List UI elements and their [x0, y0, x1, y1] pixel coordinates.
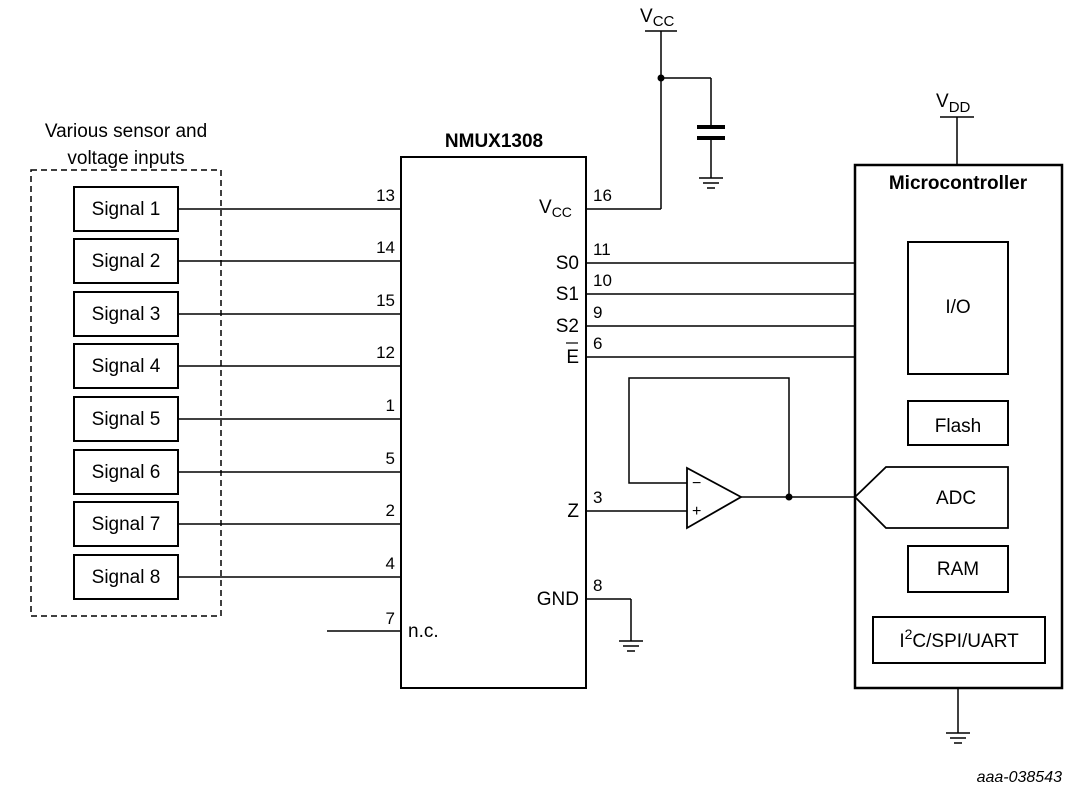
signal-label: Signal 6: [92, 462, 161, 483]
select-pin-label: S1: [556, 284, 579, 305]
signal-box: [73, 449, 179, 495]
figure-id: aaa-038543: [977, 769, 1063, 786]
signal-label: Signal 2: [92, 251, 161, 272]
mux-ground-icon: [619, 640, 643, 652]
input-pin-number: 13: [376, 186, 395, 205]
vcc-supply-label: VCC: [640, 6, 675, 30]
mux-name: NMUX1308: [445, 131, 543, 152]
nc-pin-label: n.c.: [408, 621, 439, 642]
signal-box: [73, 238, 179, 284]
enable-pin-number: 6: [593, 334, 602, 353]
input-pin-number: 2: [386, 501, 395, 520]
vcc-pin-number: 16: [593, 186, 612, 205]
signal-label: Signal 3: [92, 304, 161, 325]
io-block: [907, 241, 1009, 375]
sensor-group-title-line2: voltage inputs: [67, 148, 184, 169]
signal-label: Signal 7: [92, 514, 161, 535]
mcu-ground-icon: [946, 732, 970, 744]
enable-pin-label: E: [566, 347, 579, 368]
ram-label: RAM: [937, 559, 979, 580]
flash-label: Flash: [935, 416, 981, 437]
signal-box: [73, 501, 179, 547]
opamp-minus: −: [692, 475, 701, 492]
vcc-pin-label: VCC: [539, 197, 572, 220]
flash-block: [907, 400, 1009, 446]
select-pin-label: S0: [556, 253, 579, 274]
input-pin-number: 4: [386, 554, 395, 573]
signal-label: Signal 5: [92, 409, 161, 430]
z-pin-label: Z: [567, 501, 579, 522]
signal-inputs: Signal 113Y0Signal 214Y1Signal 315Y2Sign…: [73, 186, 432, 600]
signal-box: [73, 186, 179, 232]
input-pin-number: 14: [376, 238, 395, 257]
input-pin-number: 15: [376, 291, 395, 310]
bus-label: I2C/SPI/UART: [899, 626, 1019, 652]
gnd-pin-label: GND: [537, 589, 579, 610]
bus-block: [872, 616, 1046, 664]
signal-label: Signal 1: [92, 199, 161, 220]
signal-label: Signal 4: [92, 356, 161, 377]
adc-label: ADC: [936, 488, 976, 509]
nc-pin-number: 7: [386, 609, 395, 628]
vdd-supply-label: VDD: [936, 91, 971, 116]
z-pin-number: 3: [593, 488, 602, 507]
sensor-group-title-line1: Various sensor and: [45, 121, 207, 142]
adc-block: [853, 466, 1009, 529]
input-pin-number: 1: [386, 396, 395, 415]
input-pin-number: 5: [386, 449, 395, 468]
signal-box: [73, 554, 179, 600]
select-pin-number: 11: [593, 240, 611, 259]
cap-ground-icon: [699, 177, 723, 189]
opamp-plus: +: [692, 503, 701, 520]
input-pin-number: 12: [376, 343, 395, 362]
microcontroller-title: Microcontroller: [889, 173, 1028, 194]
opamp-buffer: [686, 466, 743, 530]
select-pin-number: 9: [593, 303, 602, 322]
sensor-group-boundary: [30, 169, 222, 617]
opamp-output-junction: [785, 493, 793, 501]
mux-body: [400, 156, 587, 689]
gnd-pin-number: 8: [593, 576, 602, 595]
signal-box: [73, 396, 179, 442]
signal-label: Signal 8: [92, 567, 161, 588]
select-pin-number: 10: [593, 271, 612, 290]
opamp-feedback-wire: [628, 377, 790, 497]
io-label: I/O: [945, 297, 970, 318]
ram-block: [907, 545, 1009, 593]
select-pin-label: S2: [556, 316, 579, 337]
